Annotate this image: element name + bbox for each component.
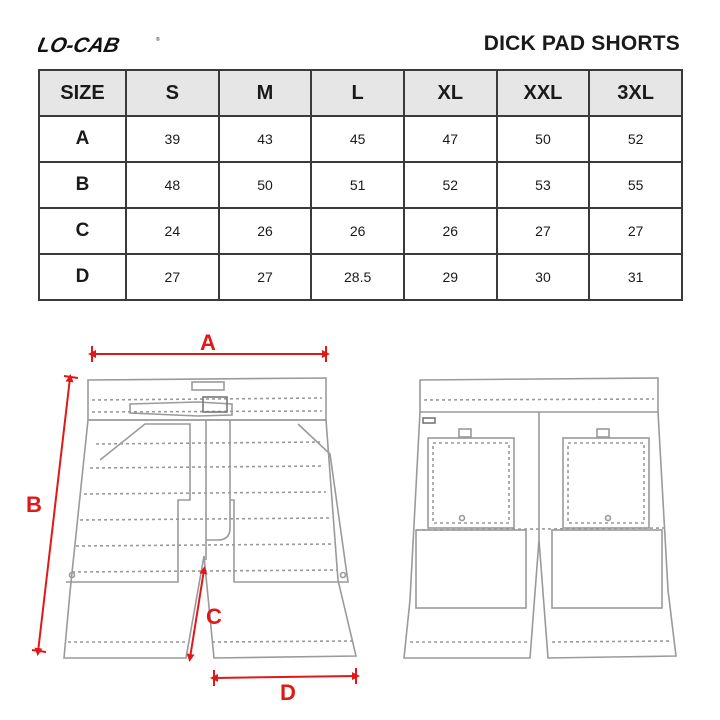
dimension-b-line <box>34 374 74 656</box>
table-cell: 27 <box>217 253 313 301</box>
row-label-b: B <box>38 161 127 209</box>
table-cell: 50 <box>495 115 591 163</box>
table-cell: 24 <box>125 207 220 255</box>
table-cell: 27 <box>588 207 683 255</box>
table-cell: 31 <box>588 253 683 301</box>
row-label-d: D <box>38 253 127 301</box>
table-cell: 30 <box>495 253 591 301</box>
dimension-c-line <box>186 566 208 662</box>
table-cell: 52 <box>402 161 498 209</box>
table-row-b: B 48 50 51 52 53 55 <box>38 161 683 209</box>
table-cell: 27 <box>495 207 591 255</box>
svg-text:®: ® <box>156 36 160 43</box>
table-row-d: D 27 27 28.5 29 30 31 <box>38 253 683 301</box>
dimension-label-d: D <box>280 680 296 705</box>
header-m: M <box>217 69 313 117</box>
table-cell: 26 <box>217 207 313 255</box>
dimension-lines <box>31 346 360 686</box>
dimension-label-b: B <box>26 492 42 517</box>
table-cell: 26 <box>310 207 405 255</box>
table-cell: 55 <box>588 161 683 209</box>
table-cell: 47 <box>402 115 498 163</box>
table-cell: 51 <box>310 161 405 209</box>
table-header-row: SIZE S M L XL XXL 3XL <box>38 69 683 117</box>
table-row-a: A 39 43 45 47 50 52 <box>38 115 683 163</box>
header-size: SIZE <box>38 69 127 117</box>
table-cell: 28.5 <box>310 253 405 301</box>
header-l: L <box>310 69 405 117</box>
dimension-label-a: A <box>200 330 216 355</box>
table-row-c: C 24 26 26 26 27 27 <box>38 207 683 255</box>
dimension-d-line <box>210 672 360 682</box>
header-xl: XL <box>402 69 498 117</box>
back-shorts-drawing <box>403 377 677 659</box>
table-cell: 45 <box>310 115 405 163</box>
size-chart-table: SIZE S M L XL XXL 3XL A 39 43 45 47 50 5… <box>38 69 683 301</box>
header-3xl: 3XL <box>588 69 683 117</box>
brand-logo: LO-CAB ® <box>38 34 160 56</box>
table-cell: 48 <box>125 161 220 209</box>
table-cell: 50 <box>217 161 313 209</box>
table-cell: 26 <box>402 207 498 255</box>
row-label-c: C <box>38 207 127 255</box>
table-cell: 39 <box>125 115 220 163</box>
dimension-label-c: C <box>206 604 222 629</box>
table-cell: 27 <box>125 253 220 301</box>
shorts-diagram: A B C D <box>26 330 677 705</box>
table-cell: 52 <box>588 115 683 163</box>
row-label-a: A <box>38 115 127 163</box>
header-xxl: XXL <box>495 69 591 117</box>
table-cell: 29 <box>402 253 498 301</box>
product-title: DICK PAD SHORTS <box>483 32 680 55</box>
header-s: S <box>125 69 220 117</box>
table-cell: 53 <box>495 161 591 209</box>
table-cell: 43 <box>217 115 313 163</box>
svg-text:LO-CAB: LO-CAB <box>38 34 122 56</box>
